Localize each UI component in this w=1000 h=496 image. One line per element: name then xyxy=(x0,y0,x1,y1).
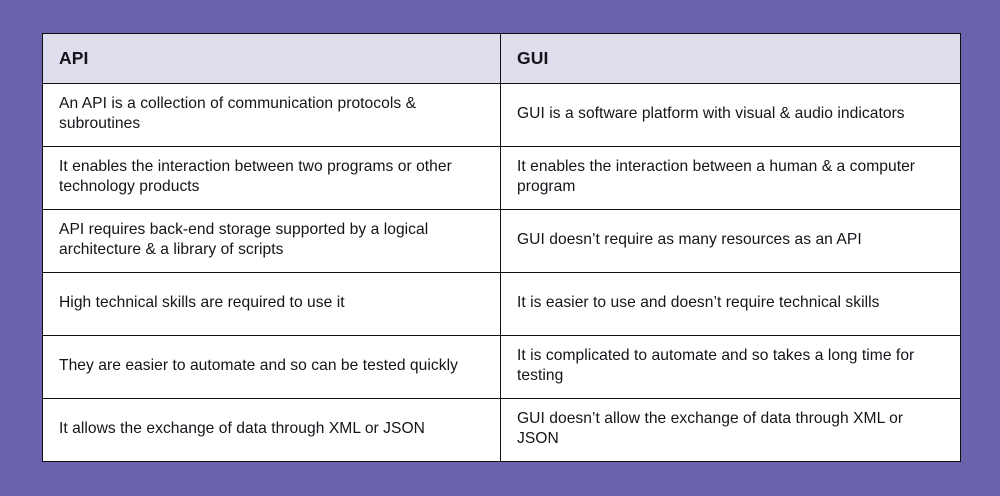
cell-api: API requires back-end storage supported … xyxy=(42,209,501,273)
cell-api: They are easier to automate and so can b… xyxy=(42,335,501,399)
table-header: API GUI xyxy=(42,33,961,84)
column-header-gui: GUI xyxy=(500,33,961,84)
cell-gui: GUI is a software platform with visual &… xyxy=(500,83,961,147)
table-row: API requires back-end storage supported … xyxy=(42,209,961,273)
table-header-row: API GUI xyxy=(42,33,961,84)
api-vs-gui-table: API GUI An API is a collection of commun… xyxy=(42,33,961,462)
cell-gui: It is easier to use and doesn’t require … xyxy=(500,272,961,336)
table-body: An API is a collection of communication … xyxy=(42,83,961,462)
cell-api: It allows the exchange of data through X… xyxy=(42,398,501,462)
table-row: It allows the exchange of data through X… xyxy=(42,398,961,462)
cell-gui: It enables the interaction between a hum… xyxy=(500,146,961,210)
cell-api: It enables the interaction between two p… xyxy=(42,146,501,210)
cell-api: An API is a collection of communication … xyxy=(42,83,501,147)
column-header-api: API xyxy=(42,33,501,84)
cell-gui: GUI doesn’t allow the exchange of data t… xyxy=(500,398,961,462)
table-row: An API is a collection of communication … xyxy=(42,83,961,147)
cell-gui: GUI doesn’t require as many resources as… xyxy=(500,209,961,273)
comparison-table-container: API GUI An API is a collection of commun… xyxy=(42,33,961,462)
table-row: High technical skills are required to us… xyxy=(42,272,961,336)
cell-api: High technical skills are required to us… xyxy=(42,272,501,336)
table-row: They are easier to automate and so can b… xyxy=(42,335,961,399)
cell-gui: It is complicated to automate and so tak… xyxy=(500,335,961,399)
table-row: It enables the interaction between two p… xyxy=(42,146,961,210)
